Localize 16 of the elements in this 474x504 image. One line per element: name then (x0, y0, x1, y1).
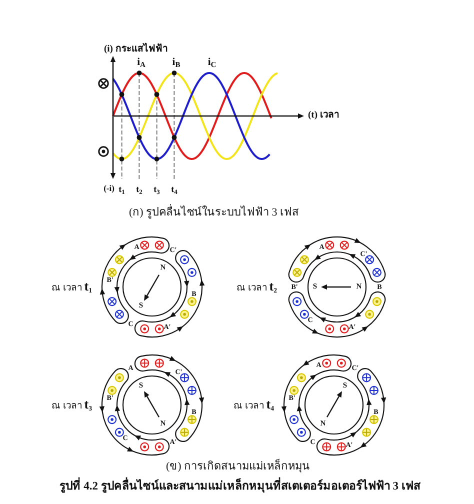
curve-label: i$_{B}$ (172, 56, 180, 70)
subfigure-caption: (ก) รูปคลื่นไซน์ในระบบไฟฟ้า 3 เฟส (128, 206, 300, 220)
time-label: ณ เวลา t$_{2}$ (236, 280, 277, 294)
curve-label: i$_{C}$ (208, 56, 216, 70)
subfigure-caption: (ข) การเกิดสนามแม่เหล็กหมุน (166, 460, 310, 474)
axis-label: (i) กระแสไฟฟ้า (104, 44, 168, 56)
time-label: ณ เวลา t$_{4}$ (233, 398, 274, 412)
tick-label: t$_{3}$ (154, 184, 160, 194)
curve-label: i$_{A}$ (137, 56, 146, 70)
time-label: ณ เวลา t$_{1}$ (51, 280, 92, 294)
axis-label: (t) เวลา (308, 110, 339, 122)
tick-label: t$_{2}$ (136, 184, 142, 194)
tick-label: t$_{4}$ (171, 184, 178, 194)
tick-label: t$_{1}$ (118, 184, 125, 194)
time-label: ณ เวลา t$_{3}$ (51, 398, 92, 412)
axis-label: (-i) (104, 184, 114, 194)
